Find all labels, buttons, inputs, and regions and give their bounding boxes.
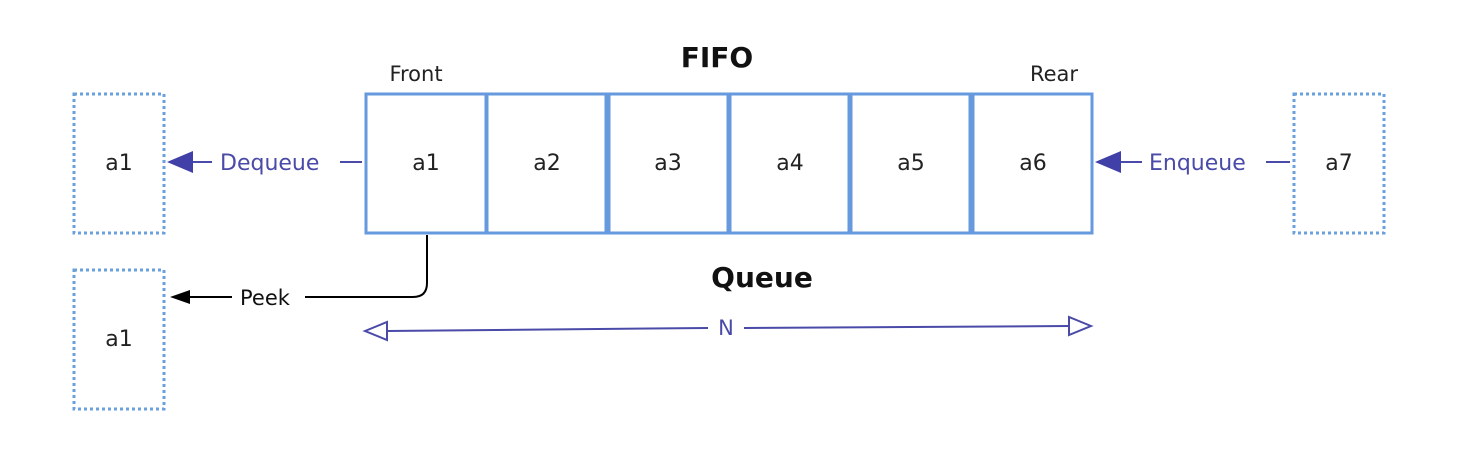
size-label: N [718, 316, 734, 340]
front-label: Front [389, 62, 442, 86]
diagram-title: FIFO [681, 41, 753, 74]
dequeued-item-value: a1 [105, 151, 132, 176]
queue-cell-4 [728, 92, 851, 235]
queue-cell-2 [485, 92, 608, 235]
queue-cell-value-1: a1 [412, 151, 439, 176]
queue-cell-1 [364, 92, 488, 235]
queue-cell-value-6: a6 [1019, 151, 1046, 176]
incoming-item-box [1292, 92, 1386, 235]
size-left-arrowhead [362, 320, 388, 342]
dequeue-arrow: Dequeue [167, 151, 362, 176]
enqueue-arrow: Enqueue [1095, 151, 1290, 176]
enqueue-arrowhead [1095, 151, 1121, 173]
queue-cell-value-2: a2 [533, 151, 560, 176]
queue-cell-3 [607, 92, 730, 235]
queue-cells [364, 92, 1094, 235]
peeked-item-box [72, 268, 166, 411]
size-right-arrowhead [1068, 315, 1094, 337]
incoming-item-value: a7 [1325, 151, 1352, 176]
queue-cell-value-4: a4 [776, 151, 803, 176]
peek-label: Peek [240, 286, 291, 310]
dequeue-label: Dequeue [220, 151, 319, 176]
size-indicator: N [362, 315, 1094, 342]
queue-cell-value-5: a5 [897, 151, 924, 176]
queue-cell-value-3: a3 [654, 151, 681, 176]
dequeue-arrowhead [167, 151, 193, 173]
rear-label: Rear [1030, 62, 1078, 86]
peeked-item-value: a1 [105, 327, 132, 352]
diagram-subtitle: Queue [711, 261, 813, 294]
enqueue-label: Enqueue [1149, 151, 1246, 176]
peek-arrowhead [170, 290, 190, 304]
queue-cell-6 [971, 92, 1094, 235]
dequeued-item-box [72, 92, 166, 235]
queue-cell-5 [849, 92, 972, 235]
peek-arrow: Peek [170, 235, 428, 310]
